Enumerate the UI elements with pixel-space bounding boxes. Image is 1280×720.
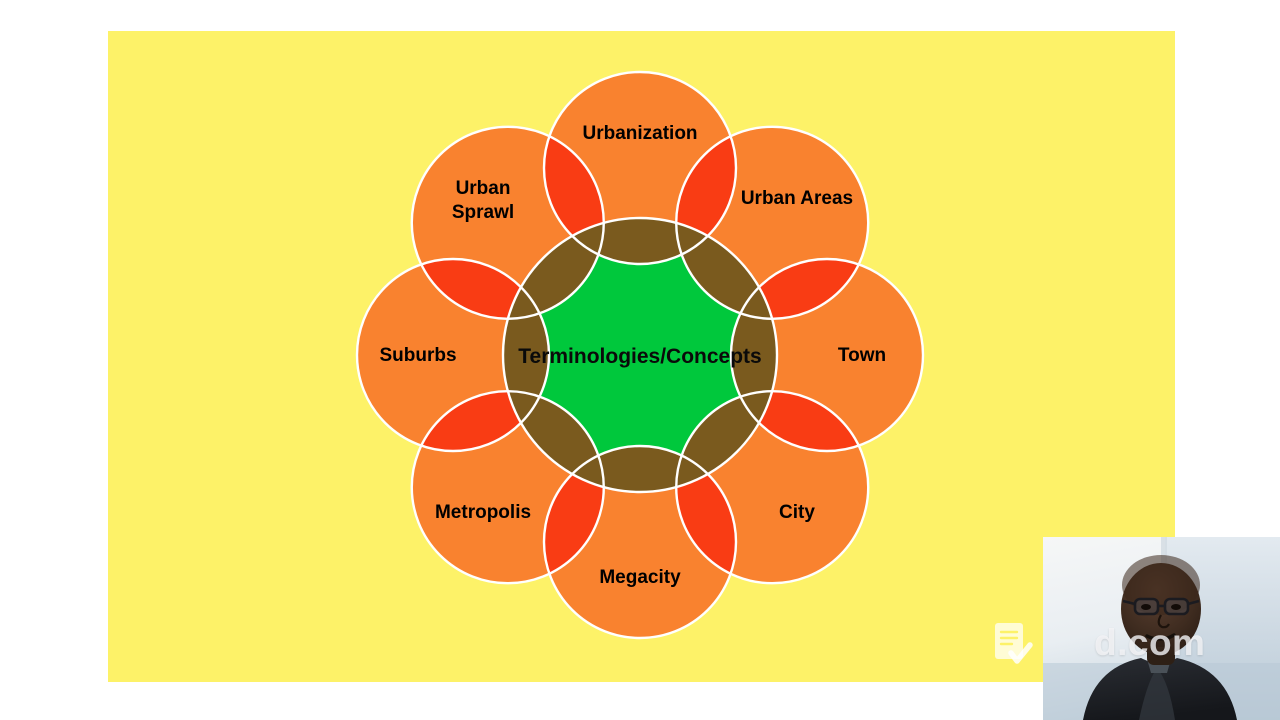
petal-label: Urbanization [582,123,697,144]
petal-label: Metropolis [435,502,531,523]
center-circle-outline [501,216,779,494]
presenter-webcam-feed[interactable] [1043,537,1280,720]
petal-petal-overlap [731,259,869,319]
petal-label: City [779,502,815,523]
webcam-image [1043,537,1280,720]
petal-petal-overlap [676,446,736,584]
petal-outline [355,257,551,453]
petal-petal-overlap [731,391,869,451]
petal-petal-overlap-layer [411,126,869,584]
petal-petal-overlap [544,446,604,584]
petal-petal-overlap [676,126,736,264]
petal-outlines-layer [355,70,925,640]
petal-label: Town [838,345,886,366]
petal-petal-overlap [544,126,604,264]
petal-outline [729,257,925,453]
petal-petal-overlap [411,391,549,451]
petal-label: Suburbs [379,345,456,366]
center-label: Terminologies/Concepts [518,345,761,368]
petal-outline [542,444,738,640]
petal-label: Urban Areas [741,188,853,209]
petal-outline [542,70,738,266]
petal-petal-overlap [411,259,549,319]
petal-label: Megacity [599,567,681,588]
